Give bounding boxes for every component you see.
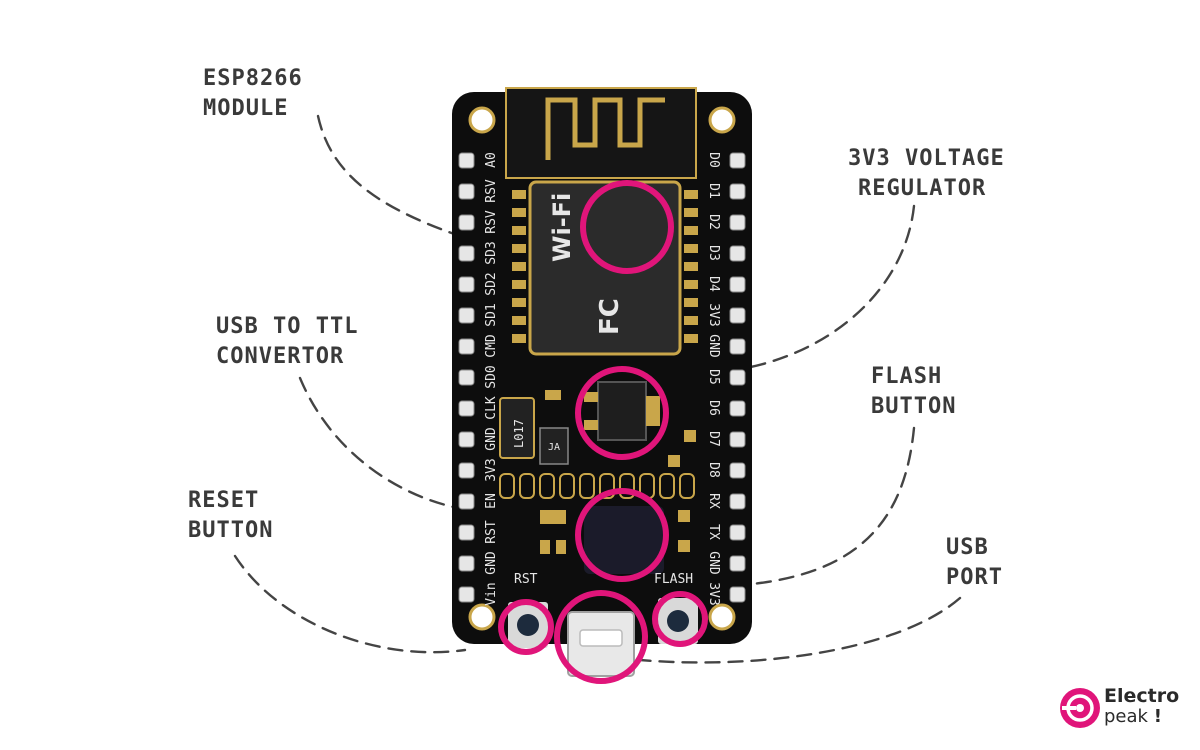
pin-label: D0	[706, 152, 721, 168]
flash-button[interactable]	[667, 610, 689, 632]
label-line: FLASH	[871, 364, 943, 389]
electropeak-logo: Electro peak !	[1058, 684, 1198, 734]
label-voltage-regulator: 3V3 VOLTAGE REGULATOR	[848, 144, 1005, 204]
label-line: ESP8266	[203, 66, 303, 91]
regulator-marking: L017	[512, 419, 526, 448]
highlight-usb-port	[554, 590, 648, 684]
pin-label: 3V3	[706, 582, 721, 605]
pin-label: SD2	[484, 272, 499, 295]
flash-label: FLASH	[654, 572, 693, 587]
highlight-usb-ttl	[575, 488, 669, 582]
label-line: RESET	[188, 488, 260, 513]
header-pins-left	[458, 152, 475, 603]
pin-label: EN	[484, 493, 499, 509]
chip-marking: JA	[548, 442, 560, 453]
pin-label: D2	[706, 214, 721, 230]
pin-label: RSV	[484, 179, 499, 203]
leader-usb-ttl	[298, 376, 460, 510]
leader-usb-port	[638, 596, 962, 664]
pin-label: 3V3	[484, 458, 499, 481]
reset-button[interactable]	[517, 614, 539, 636]
leader-regulator	[733, 204, 916, 372]
mounting-holes	[468, 106, 736, 631]
antenna-trace	[545, 97, 665, 160]
pin-label: SD1	[484, 303, 499, 326]
pin-label: RSV	[484, 210, 499, 234]
label-reset-button: RESET BUTTON	[188, 486, 273, 546]
leader-reset-button	[233, 554, 467, 654]
pin-label: SD0	[484, 365, 499, 388]
pin-label: TX	[706, 524, 721, 540]
pin-label: D4	[706, 276, 721, 292]
pin-label: D8	[706, 462, 721, 478]
pin-label: RX	[706, 493, 721, 509]
label-flash-button: FLASH BUTTON	[871, 362, 956, 422]
label-line: MODULE	[203, 96, 289, 121]
antenna-area	[505, 87, 697, 179]
highlight-regulator	[575, 366, 669, 460]
highlight-flash-button	[652, 591, 708, 647]
leader-esp-module	[316, 114, 462, 238]
pin-label: CLK	[484, 396, 499, 420]
logo-mark-icon	[1060, 688, 1100, 728]
esp-castellations	[512, 190, 698, 343]
pin-label: GND	[706, 551, 721, 575]
logo-word-peak: peak !	[1104, 706, 1162, 727]
highlight-reset-button	[498, 599, 554, 655]
label-line: USB TO TTL	[216, 314, 359, 339]
pin-labels-right: D0 D1 D2 D3 D4 3V3 GND D5 D6 D7 D8 RX TX…	[706, 152, 721, 606]
label-line: PORT	[946, 565, 1003, 590]
label-usb-to-ttl: USB TO TTL CONVERTOR	[216, 312, 358, 372]
pin-label: D1	[706, 183, 721, 199]
pin-label: D5	[706, 369, 721, 385]
rst-label: RST	[514, 572, 538, 587]
label-esp8266-module: ESP8266 MODULE	[203, 64, 303, 124]
pin-label: SD3	[484, 241, 499, 264]
pin-label: D7	[706, 431, 721, 447]
label-line: REGULATOR	[858, 176, 987, 201]
wifi-mark: Wi-Fi	[548, 193, 576, 262]
label-usb-port: USB PORT	[946, 533, 1003, 593]
fc-mark: FC	[595, 298, 625, 335]
pin-label: A0	[484, 152, 499, 168]
label-line: USB	[946, 535, 989, 560]
highlight-esp-module	[580, 180, 674, 274]
usb-ttl-chip	[584, 506, 664, 574]
logo-suffix: !	[1153, 706, 1162, 727]
leader-flash-button	[740, 426, 916, 587]
inductor	[499, 397, 535, 459]
pin-label: RST	[484, 520, 499, 544]
pin-label: D3	[706, 245, 721, 261]
pin-label: Vin	[484, 582, 499, 605]
voltage-regulator	[597, 381, 647, 441]
pin-label: D6	[706, 400, 721, 416]
pin-label: GND	[706, 334, 721, 358]
pin-labels-left: Vin GND RST EN 3V3 GND CLK SD0 CMD SD1 S…	[484, 152, 499, 606]
logo-peak-text: peak	[1104, 706, 1148, 727]
label-line: CONVERTOR	[216, 344, 345, 369]
label-line: 3V3 VOLTAGE	[848, 146, 1005, 171]
label-line: BUTTON	[871, 394, 957, 419]
logo-word-electro: Electro	[1104, 685, 1180, 707]
pin-label: CMD	[484, 334, 499, 358]
header-pins-right	[729, 152, 746, 603]
pin-label: 3V3	[706, 303, 721, 326]
leader-lines	[233, 114, 962, 664]
pin-label: GND	[484, 427, 499, 451]
pin-label: GND	[484, 551, 499, 575]
highlight-circles	[498, 180, 708, 684]
nodemcu-board: Wi-Fi FC L017 JA	[452, 87, 752, 677]
label-line: BUTTON	[188, 518, 274, 543]
